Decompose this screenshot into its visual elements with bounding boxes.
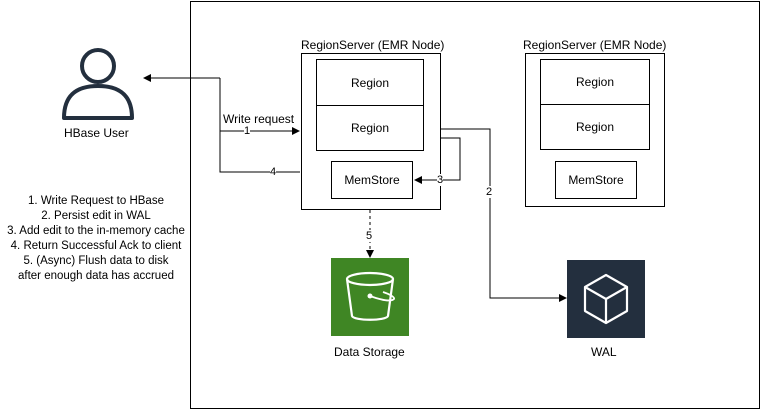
steps-list: 1. Write Request to HBase 2. Persist edi…	[0, 194, 192, 284]
region-box: Region	[316, 105, 424, 151]
user-icon	[58, 42, 138, 122]
step-text: 3. Add edit to the in-memory cache	[7, 225, 185, 237]
write-request-label: Write request	[223, 112, 295, 126]
step-number-2: 2	[486, 186, 493, 198]
step-text: after enough data has accrued	[17, 270, 174, 282]
storage-label: Data Storage	[334, 345, 405, 359]
step-text: 4. Return Successful Ack to client	[10, 240, 182, 252]
step-text: 2. Persist edit in WAL	[41, 210, 151, 222]
ack-arrow	[219, 131, 300, 173]
step-text: 1. Write Request to HBase	[28, 195, 164, 207]
region-box: Region	[540, 104, 650, 150]
region-server-title: RegionServer (EMR Node)	[523, 38, 667, 52]
step-number-3: 3	[437, 174, 444, 186]
memstore-box: MemStore	[555, 161, 637, 199]
memstore-box: MemStore	[331, 161, 413, 199]
user-label: HBase User	[64, 126, 129, 140]
region-server-title: RegionServer (EMR Node)	[301, 38, 445, 52]
diagram-frame	[190, 1, 760, 409]
step-number-4: 4	[270, 166, 277, 178]
wal-label: WAL	[591, 345, 617, 359]
step-number-5: 5	[366, 230, 373, 242]
s3-bucket-icon	[331, 258, 409, 336]
wal-arrow	[441, 128, 567, 302]
step-text: 5. (Async) Flush data to disk	[23, 255, 169, 267]
cube-icon	[567, 260, 645, 338]
step-number-1: 1	[244, 125, 251, 137]
region-box: Region	[316, 59, 424, 106]
